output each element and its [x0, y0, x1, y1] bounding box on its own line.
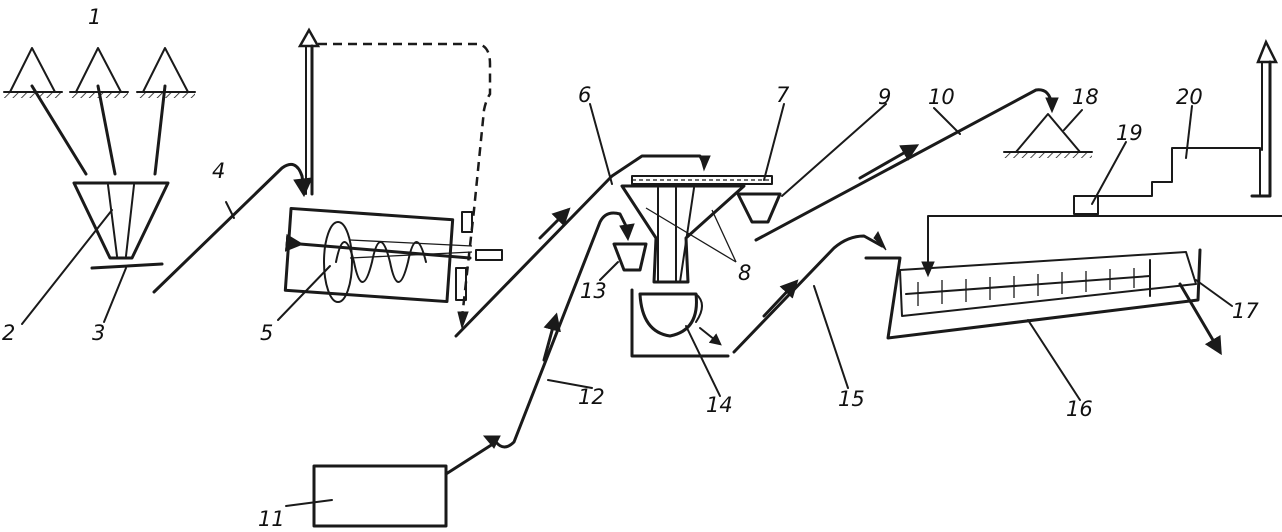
- recirculation-arrow: [457, 311, 469, 330]
- label-18: 18: [1072, 85, 1099, 109]
- label-5: 5: [260, 321, 273, 345]
- conveyor-15-head: [873, 230, 887, 251]
- conveyor-4: [152, 162, 306, 294]
- label-8: 8: [738, 261, 751, 285]
- mixer-14: [630, 288, 730, 358]
- fraction-hoppers: [620, 184, 746, 284]
- label-3: 3: [92, 321, 105, 345]
- conveyor-12-arrow: [542, 312, 561, 362]
- conveyor-10-head: [1045, 97, 1059, 114]
- conveyor-15: [732, 234, 884, 354]
- clarified-water-arrow: [921, 261, 935, 278]
- classifier-paddles: [917, 268, 1135, 306]
- label-6: 6: [578, 83, 591, 107]
- recirculation-line: [318, 42, 492, 319]
- conveyor-12-feed-arrow: [482, 435, 501, 449]
- output-pile-18: [1003, 113, 1093, 158]
- label-19: 19: [1116, 121, 1143, 145]
- label-9: 9: [878, 85, 891, 109]
- pile-feed-line-3: [153, 84, 167, 176]
- label-15: 15: [838, 387, 865, 411]
- label-16: 16: [1066, 397, 1093, 421]
- label-11: 11: [258, 507, 285, 531]
- label-17: 17: [1232, 299, 1259, 323]
- label-10: 10: [928, 85, 955, 109]
- conveyor-15-arrow: [762, 279, 799, 318]
- raw-material-piles: [3, 47, 196, 176]
- screw-washer: [283, 206, 503, 304]
- pile-3-crushed-stone: [136, 47, 196, 98]
- conveyor-6-arrow: [538, 207, 571, 240]
- settling-tank-19: [1073, 147, 1261, 215]
- label-14: 14: [706, 393, 733, 417]
- leader-lines: [21, 103, 1233, 507]
- label-7: 7: [776, 83, 790, 107]
- water-tower-20: [1250, 38, 1279, 198]
- dosing-hopper: [72, 181, 170, 260]
- vibrating-screen: [631, 175, 773, 185]
- conveyor-4-discharge-arrow: [293, 177, 313, 198]
- label-2: 2: [2, 321, 15, 345]
- water-outlet-arrow: [297, 27, 321, 48]
- number-labels: 1 2 3 4 5 6 7 8 9 10 11 12 13 14 15 16 1…: [2, 5, 1259, 531]
- conveyor-10: [754, 88, 1054, 242]
- label-20: 20: [1176, 85, 1203, 109]
- additive-hopper-13: [612, 242, 648, 272]
- label-13: 13: [580, 279, 607, 303]
- conveyor-12-head: [619, 223, 635, 242]
- clarified-water-line: [927, 215, 1282, 273]
- dewatering-classifier: [864, 248, 1222, 356]
- small-hopper-9: [736, 192, 782, 224]
- label-4: 4: [212, 159, 225, 183]
- pile-feed-line-1: [30, 84, 88, 176]
- label-12: 12: [578, 385, 605, 409]
- conveyor-10-arrow: [858, 144, 920, 180]
- cement-bin-11: [312, 464, 448, 528]
- label-1: 1: [88, 5, 101, 29]
- pile-feed-line-2: [96, 84, 117, 176]
- pile-1-sand: [3, 47, 63, 98]
- conveyor-6-head: [699, 155, 711, 172]
- dosing-dispenser: [90, 262, 164, 270]
